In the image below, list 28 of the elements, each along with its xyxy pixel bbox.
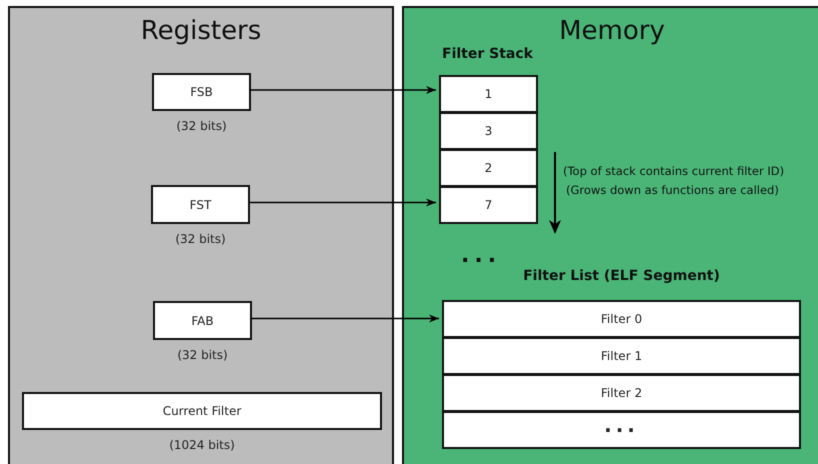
filter-list-row: Filter 1: [442, 337, 801, 375]
section-heading: Filter Stack: [442, 46, 533, 62]
filter-list-row: Filter 0: [442, 300, 801, 338]
ellipsis-text: ...: [461, 245, 502, 267]
arrow: [249, 86, 436, 94]
size-caption: (32 bits): [176, 119, 227, 133]
register-box: Current Filter: [22, 392, 382, 430]
panel-title: Registers: [140, 16, 262, 46]
filter-list-row: Filter 2: [442, 374, 801, 412]
note-text: (Grows down as functions are called): [566, 183, 779, 197]
note-text: (Top of stack contains current filter ID): [563, 164, 784, 178]
stack-cell: 1: [439, 75, 538, 113]
panel-title: Memory: [558, 16, 666, 46]
arrow: [248, 198, 436, 206]
stack-cell: 7: [439, 186, 538, 224]
memory-panel: [402, 6, 818, 464]
stack-cell: 3: [439, 112, 538, 150]
filter-list-row: ...: [442, 411, 801, 449]
register-panel: [8, 6, 394, 464]
register-box: FAB: [153, 301, 252, 340]
section-heading: Filter List (ELF Segment): [523, 268, 720, 284]
size-caption: (32 bits): [177, 348, 228, 362]
register-box: FST: [151, 185, 250, 224]
register-box: FSB: [152, 73, 251, 111]
arrow: [250, 314, 439, 322]
size-caption: (1024 bits): [169, 438, 235, 452]
size-caption: (32 bits): [175, 232, 226, 246]
stack-cell: 2: [439, 149, 538, 187]
